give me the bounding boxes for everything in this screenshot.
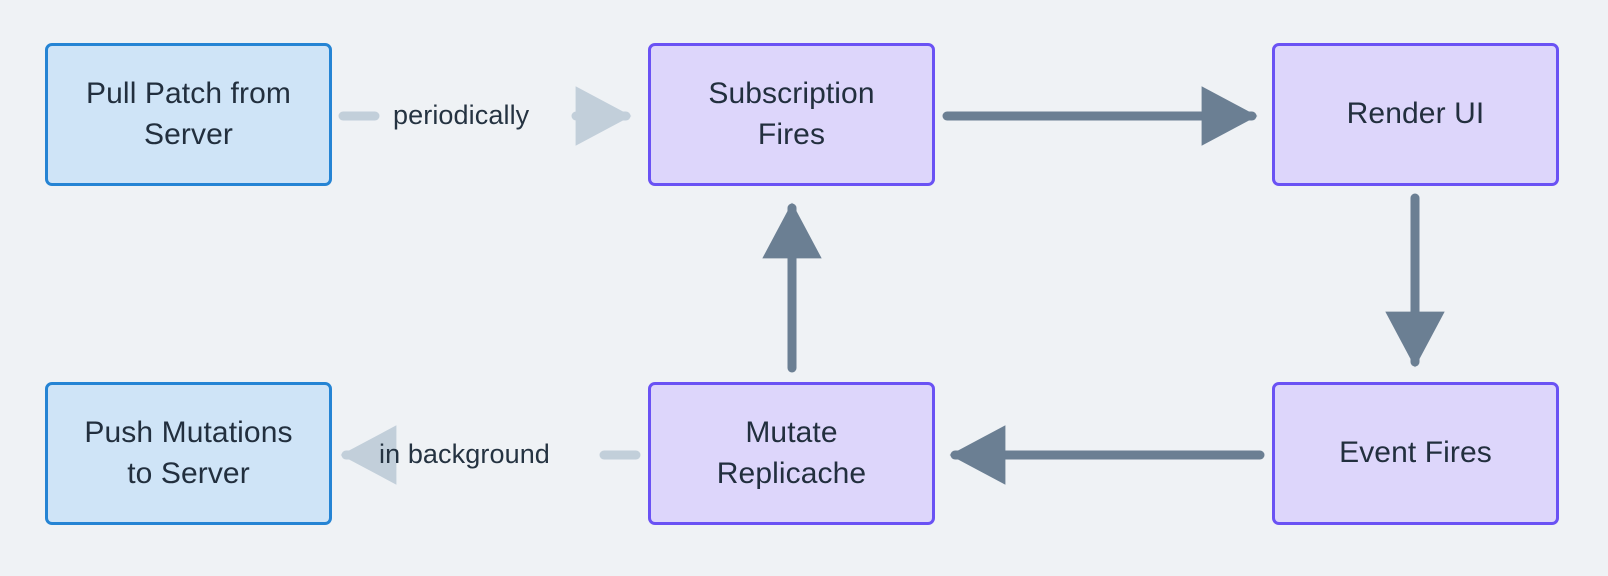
- edge-label-periodically: periodically: [393, 100, 530, 130]
- node-pull-patch-from-server[interactable]: Pull Patch from Server: [45, 43, 332, 186]
- edge-label-in-background: in background: [379, 439, 550, 469]
- node-label: Subscription Fires: [708, 77, 875, 151]
- node-event-fires[interactable]: Event Fires: [1272, 382, 1559, 525]
- node-push-mutations-to-server[interactable]: Push Mutations to Server: [45, 382, 332, 525]
- node-subscription-fires[interactable]: Subscription Fires: [648, 43, 935, 186]
- node-label: Render UI: [1346, 97, 1485, 131]
- node-label: Mutate Replicache: [716, 416, 867, 490]
- node-label: Event Fires: [1339, 436, 1492, 470]
- node-render-ui[interactable]: Render UI: [1272, 43, 1559, 186]
- node-label: Push Mutations to Server: [84, 416, 293, 490]
- node-label: Pull Patch from Server: [86, 77, 291, 151]
- node-mutate-replicache[interactable]: Mutate Replicache: [648, 382, 935, 525]
